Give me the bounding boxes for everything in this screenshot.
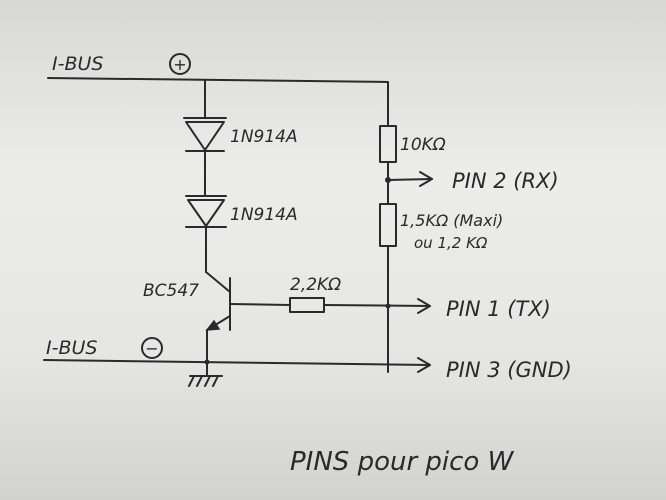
rx-wire bbox=[387, 178, 433, 181]
minus-circle-icon bbox=[141, 337, 163, 359]
diode1-label: 1N914A bbox=[230, 127, 298, 147]
resistor-2k2 bbox=[289, 297, 325, 313]
ibus-plus-label: I-BUS bbox=[52, 53, 103, 75]
transistor-label: BC547 bbox=[143, 281, 199, 301]
r-top-label: 10KΩ bbox=[400, 135, 446, 155]
plus-symbol: + bbox=[173, 55, 186, 74]
resistor-1k5 bbox=[379, 203, 397, 247]
pin3-arrow-icon bbox=[417, 357, 431, 373]
diode-1n914a-2 bbox=[185, 195, 227, 228]
pin1-arrow-icon bbox=[417, 298, 431, 314]
pin2-label: PIN 2 (RX) bbox=[452, 169, 559, 193]
pin1-label: PIN 1 (TX) bbox=[446, 297, 551, 321]
transistor-bc547 bbox=[205, 271, 291, 331]
r-mid-alt-label: ou 1,2 KΩ bbox=[414, 234, 488, 252]
r-mid-label: 1,5KΩ (Maxi) bbox=[400, 211, 503, 230]
r-base-label: 2,2KΩ bbox=[290, 275, 341, 295]
minus-symbol: − bbox=[145, 339, 158, 358]
diode-1n914a-1 bbox=[183, 117, 227, 152]
pin3-label: PIN 3 (GND) bbox=[446, 358, 572, 382]
pin2-arrow-icon bbox=[419, 171, 433, 187]
caption: PINS pour pico W bbox=[290, 447, 515, 477]
tx-wire bbox=[323, 304, 431, 307]
tx-junction-dot bbox=[385, 303, 391, 309]
ibus-plus-rail bbox=[47, 77, 389, 83]
ibus-minus-rail bbox=[43, 359, 431, 366]
diode2-label: 1N914A bbox=[230, 205, 298, 225]
ibus-minus-label: I-BUS bbox=[46, 337, 97, 359]
resistor-10k bbox=[379, 125, 397, 163]
plus-circle-icon bbox=[169, 53, 191, 75]
ground-icon bbox=[188, 361, 223, 387]
